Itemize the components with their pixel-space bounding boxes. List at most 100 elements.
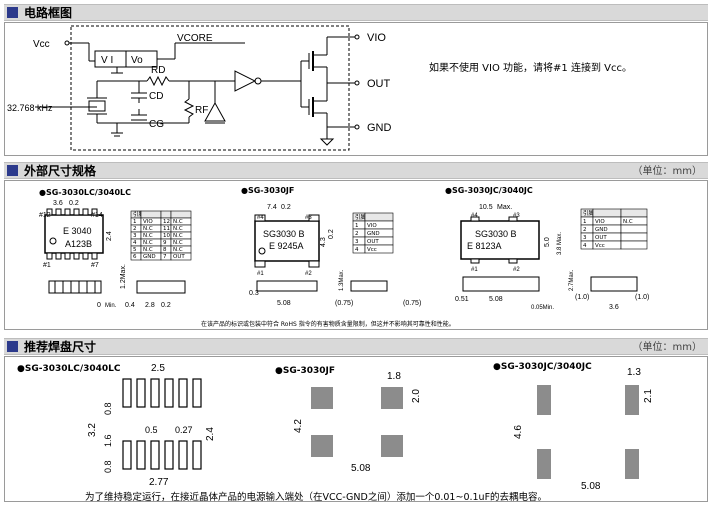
pad1-layout bbox=[122, 378, 202, 470]
pin-table-cell: OUT bbox=[367, 239, 379, 245]
pkg2-dim-075b: (0.75) bbox=[403, 300, 421, 307]
section-header-pads: 推荐焊盘尺寸 （单位：mm） bbox=[4, 338, 708, 355]
pkg2-side-view bbox=[256, 280, 318, 292]
pkg3-dim-width: 10.5 bbox=[479, 204, 493, 211]
circuit-panel: Vcc V I Vo VCORE 32.768 kHz RD CD bbox=[4, 22, 708, 156]
pin-table-cell: N.C bbox=[143, 226, 153, 232]
pkg3-name: ●SG-3030JC/3040JC bbox=[445, 186, 533, 195]
pad1-pad bbox=[178, 440, 188, 470]
pin-table-cell: N.C bbox=[173, 233, 183, 239]
pad3-dim-13: 1.3 bbox=[627, 367, 641, 378]
pin-table-cell: 3 bbox=[583, 235, 587, 241]
pad1-pad bbox=[136, 440, 146, 470]
pad1-pad bbox=[192, 440, 202, 470]
pin-table-cell: N.C bbox=[623, 219, 633, 225]
pad1-dim-08b: 0.8 bbox=[103, 460, 113, 473]
pkg3-dim-005: 0.05Min. bbox=[531, 305, 554, 311]
pkg3-pin2: #2 bbox=[513, 267, 520, 273]
pad2-pad bbox=[381, 387, 403, 409]
crystal-symbol bbox=[88, 100, 106, 112]
pin-table-cell: 3 bbox=[355, 239, 359, 245]
pkg3-top-view: SG3030 B E 8123A bbox=[460, 216, 540, 264]
section-title: 推荐焊盘尺寸 bbox=[24, 340, 97, 354]
pkg1-dim-width: 3.6 bbox=[53, 200, 63, 207]
pkg2-pin4: #4 bbox=[257, 215, 264, 221]
pin-table-cell: GND bbox=[143, 254, 156, 260]
pkg1-dim-04: 0.4 bbox=[125, 302, 135, 309]
pad1-dim-24: 2.4 bbox=[205, 427, 216, 441]
pin-table-cell: 7 bbox=[163, 254, 167, 260]
pkg2-dim-htol: 0.2 bbox=[328, 229, 335, 239]
pkg3-dim-max: Max. bbox=[497, 204, 512, 211]
pad1-pad bbox=[150, 440, 160, 470]
pkg3-side-view bbox=[462, 276, 540, 292]
pkg1-pin12: #12 bbox=[39, 212, 51, 219]
pkg3-dim-height: 5.0 bbox=[544, 237, 551, 247]
pin-table-cell: OUT bbox=[173, 254, 185, 260]
pkg3-marking1: SG3030 B bbox=[475, 229, 517, 239]
pin-table-1: 引脚号1VIO12N.C2N.C11N.C3N.C10N.C4N.C9N.C5N… bbox=[130, 210, 192, 261]
pad3-dim-46: 4.6 bbox=[513, 425, 524, 439]
pin-table-cell: N.C bbox=[173, 247, 183, 253]
pkg2-dim-pitch: 5.08 bbox=[277, 300, 291, 307]
pad2-dim-42: 4.2 bbox=[293, 419, 304, 433]
pkg1-side-view bbox=[48, 280, 102, 294]
vcc-label: Vcc bbox=[33, 39, 50, 50]
ground-icon bbox=[319, 138, 335, 146]
section-title: 外部尺寸规格 bbox=[24, 164, 97, 178]
gain-symbol bbox=[204, 101, 226, 122]
pad3-pad bbox=[625, 385, 639, 415]
pin-table-cell: N.C bbox=[173, 219, 183, 225]
pin-table-cell: N.C bbox=[143, 233, 153, 239]
pkg1-dim-min: Min. bbox=[105, 303, 117, 309]
pad1-pad bbox=[150, 378, 160, 408]
vo-label: Vo bbox=[131, 55, 143, 66]
pad3-pad bbox=[537, 385, 551, 415]
pin-table-cell: OUT bbox=[595, 235, 607, 241]
pad2-dim-508: 5.08 bbox=[351, 463, 371, 474]
pkg3-dim-051: 0.51 bbox=[455, 296, 469, 303]
pkg2-dim-075a: (0.75) bbox=[335, 300, 353, 307]
pin-table-cell: 4 bbox=[355, 247, 359, 253]
cg-label: CG bbox=[149, 119, 164, 130]
pkg2-dim-width: 7.4 bbox=[267, 204, 277, 211]
pad1-dim-left: 3.2 bbox=[87, 423, 98, 437]
pkg2-marking2: E 9245A bbox=[269, 241, 304, 251]
ic-boundary bbox=[70, 25, 350, 151]
pkg3-pin1: #1 bbox=[471, 267, 478, 273]
pin-table-cell: Vcc bbox=[595, 243, 605, 249]
section-header-circuit: 电路框图 bbox=[4, 4, 708, 21]
pin-table-cell: 2 bbox=[355, 231, 359, 237]
pad1-pad bbox=[178, 378, 188, 408]
pad2-pad bbox=[311, 435, 333, 457]
rf-resistor bbox=[183, 98, 195, 118]
circuit-diagram: Vcc V I Vo VCORE 32.768 kHz RD CD bbox=[7, 25, 632, 151]
pin-table-cell: Vcc bbox=[367, 247, 377, 253]
dimensions-panel: ●SG-3030LC/3040LC E 3040 A123B 3.6 0.2 #… bbox=[4, 180, 708, 330]
pin-table-cell: 12 bbox=[163, 219, 170, 225]
pkg2-name: ●SG-3030JF bbox=[241, 186, 294, 195]
vio-label: VIO bbox=[367, 32, 386, 44]
pin-table-cell: 10 bbox=[163, 233, 170, 239]
pkg1-pin7: #7 bbox=[91, 262, 99, 269]
gnd-label: GND bbox=[367, 122, 392, 134]
pkg1-dim-zero: 0 bbox=[97, 302, 101, 309]
pad1-pad bbox=[122, 378, 132, 408]
pin-table-cell: 8 bbox=[163, 247, 167, 253]
pin-table-cell: GND bbox=[595, 227, 608, 233]
pin-table-cell: VIO bbox=[595, 219, 605, 225]
pad2-pad bbox=[381, 435, 403, 457]
pad3-pad bbox=[625, 449, 639, 479]
pkg1-marking1: E 3040 bbox=[63, 226, 92, 236]
pkg3-pin3: #3 bbox=[513, 213, 520, 219]
pad2-name: ●SG-3030JF bbox=[275, 366, 335, 376]
pin-table-header: 引脚号 bbox=[355, 213, 372, 221]
pin-table-cell: VIO bbox=[143, 219, 153, 225]
pad2-dim-20: 2.0 bbox=[411, 389, 422, 403]
pkg3-dim-36: 3.6 bbox=[609, 304, 619, 311]
pin-table-cell: 2 bbox=[583, 227, 587, 233]
pad1-pad bbox=[164, 440, 174, 470]
pin-table-cell: GND bbox=[367, 231, 380, 237]
